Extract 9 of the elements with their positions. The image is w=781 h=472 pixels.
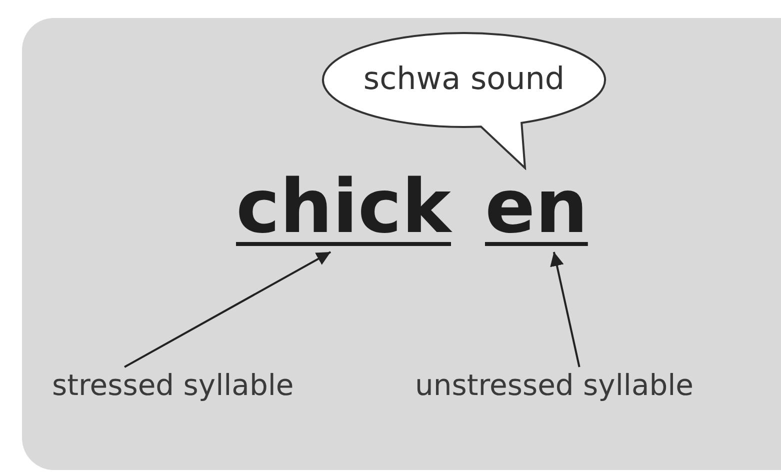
arrow xyxy=(550,252,580,368)
syllable-text: en xyxy=(485,164,588,250)
bubble-text: schwa sound xyxy=(362,60,566,98)
arrow xyxy=(124,251,332,368)
annotation-label: unstressed syllable xyxy=(415,367,694,403)
annotation-label: stressed syllable xyxy=(52,367,294,403)
panel-background xyxy=(22,18,781,470)
speech-bubble xyxy=(320,30,608,170)
syllable-text: chick xyxy=(236,164,451,250)
